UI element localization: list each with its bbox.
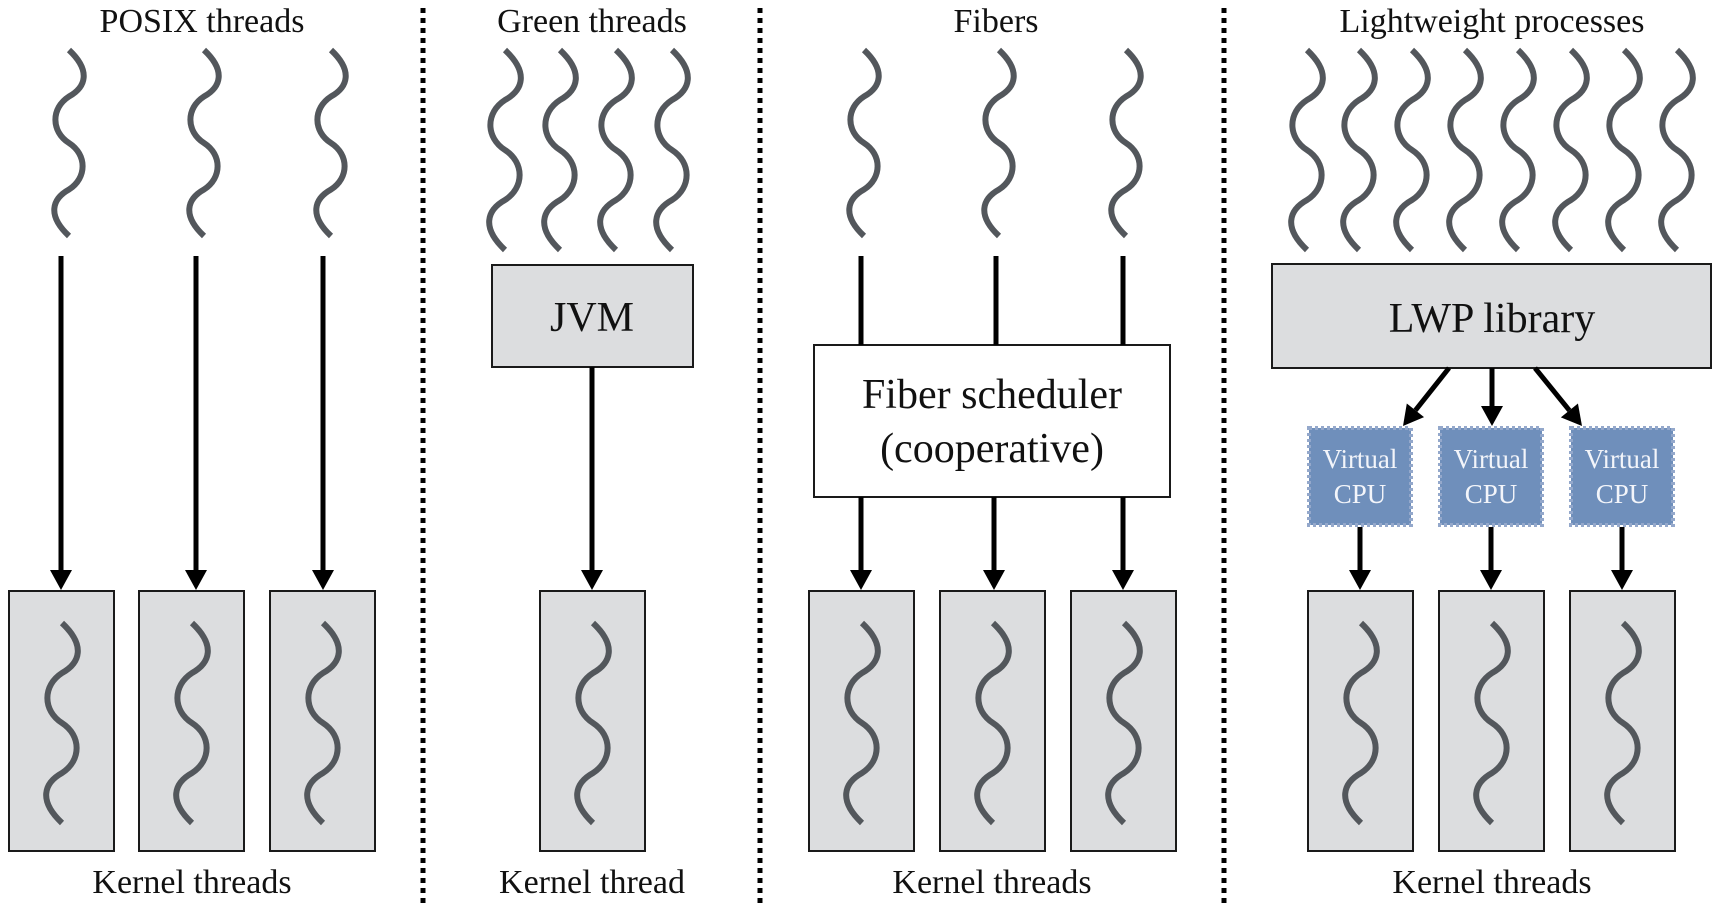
arrowhead-icon	[983, 570, 1005, 590]
fiber-scheduler-label-line1: Fiber scheduler	[862, 372, 1122, 418]
user-thread-wave-icon	[486, 47, 524, 253]
arrowhead-icon	[312, 570, 334, 590]
lwp-wave-icon	[1340, 47, 1378, 253]
virtual-cpu: Virtual CPU	[1569, 426, 1675, 527]
virtual-cpu-label-line2: CPU	[1334, 479, 1387, 509]
user-thread-wave-icon	[597, 47, 635, 253]
kernel-label-green: Kernel thread	[499, 864, 685, 901]
jvm-box: JVM	[491, 264, 694, 368]
fiber-wave-icon	[846, 47, 882, 239]
user-thread-wave-icon	[653, 47, 691, 253]
jvm-label: JVM	[550, 295, 634, 341]
lwp-wave-icon	[1605, 47, 1643, 253]
arrowhead-icon	[1481, 406, 1503, 426]
lwp-wave-icon	[1393, 47, 1431, 253]
lwp-library-box: LWP library	[1271, 263, 1712, 369]
kernel-thread-wave-icon	[304, 620, 342, 826]
user-thread-wave-icon	[313, 47, 349, 239]
lwp-to-vcpu-arrow	[1413, 366, 1451, 412]
arrowhead-icon	[1403, 403, 1425, 426]
lwp-wave-icon	[1288, 47, 1326, 253]
lwp-to-vcpu-arrow	[1533, 366, 1572, 413]
kernel-label-lwp: Kernel threads	[1392, 864, 1591, 901]
kernel-thread-wave-icon	[843, 620, 881, 826]
kernel-thread-wave-icon	[574, 620, 612, 826]
panel-title-posix: POSIX threads	[100, 3, 305, 40]
panel-title-green: Green threads	[497, 3, 687, 40]
lwp-wave-icon	[1499, 47, 1537, 253]
kernel-thread-wave-icon	[1604, 620, 1642, 826]
arrowhead-icon	[50, 570, 72, 590]
virtual-cpu-label-line1: Virtual	[1454, 444, 1529, 474]
user-thread-wave-icon	[186, 47, 222, 239]
panel-title-lwp: Lightweight processes	[1340, 3, 1645, 40]
lwp-wave-icon	[1552, 47, 1590, 253]
lwp-wave-icon	[1658, 47, 1696, 253]
lwp-library-label: LWP library	[1389, 296, 1595, 342]
kernel-thread-wave-icon	[173, 620, 211, 826]
virtual-cpu-label-line1: Virtual	[1585, 444, 1660, 474]
user-thread-wave-icon	[541, 47, 579, 253]
arrowhead-icon	[185, 570, 207, 590]
kernel-label-fibers: Kernel threads	[892, 864, 1091, 901]
fiber-scheduler-box: Fiber scheduler (cooperative)	[813, 344, 1171, 498]
kernel-thread-wave-icon	[974, 620, 1012, 826]
arrowhead-icon	[850, 570, 872, 590]
fiber-wave-icon	[981, 47, 1017, 239]
arrowhead-icon	[1112, 570, 1134, 590]
virtual-cpu-label-line1: Virtual	[1323, 444, 1398, 474]
kernel-label-posix: Kernel threads	[92, 864, 291, 901]
arrowhead-icon	[1480, 570, 1502, 590]
user-thread-wave-icon	[51, 47, 87, 239]
virtual-cpu: Virtual CPU	[1438, 426, 1544, 527]
panel-title-fibers: Fibers	[954, 3, 1039, 40]
kernel-thread-wave-icon	[1473, 620, 1511, 826]
virtual-cpu-label-line2: CPU	[1465, 479, 1518, 509]
arrowhead-icon	[581, 570, 603, 590]
fiber-scheduler-label-line2: (cooperative)	[880, 426, 1104, 472]
virtual-cpu-label-line2: CPU	[1596, 479, 1649, 509]
arrowhead-icon	[1560, 403, 1582, 426]
arrowhead-icon	[1611, 570, 1633, 590]
virtual-cpu: Virtual CPU	[1307, 426, 1413, 527]
arrowhead-icon	[1349, 570, 1371, 590]
kernel-thread-wave-icon	[1105, 620, 1143, 826]
fiber-wave-icon	[1108, 47, 1144, 239]
kernel-thread-wave-icon	[43, 620, 81, 826]
lwp-wave-icon	[1446, 47, 1484, 253]
kernel-thread-wave-icon	[1342, 620, 1380, 826]
